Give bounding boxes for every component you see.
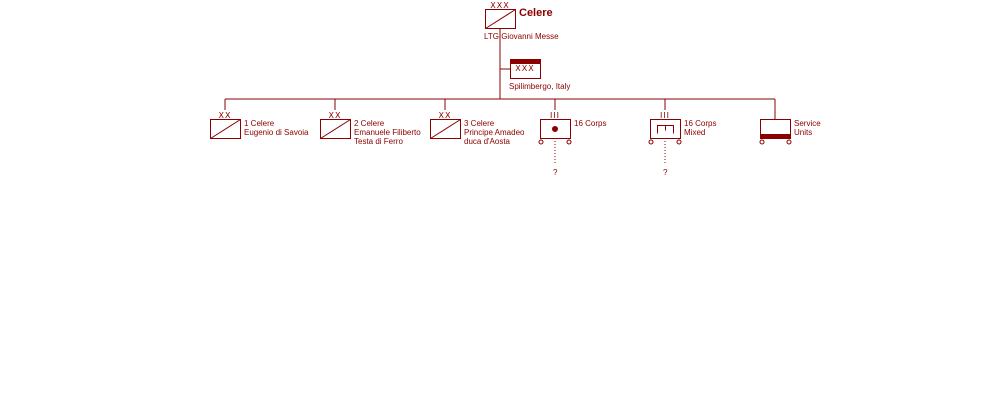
division-1-name: Eugenio di Savoia [244,128,309,137]
artillery-echelon-mark: III [550,111,560,120]
division-2-echelon-mark: XX [329,111,342,120]
engineer-name: 16 Corps [684,119,717,128]
division-1-slash [210,119,241,139]
division-1-symbol [210,119,241,139]
service-name-cont: Units [794,128,813,137]
corps-commander: LTG Giovanni Messe [484,32,559,41]
artillery-name: 16 Corps [574,119,607,128]
engineer-echelon-mark: III [660,111,670,120]
division-2-label: 2 Celere Emanuele Filiberto Testa di Fer… [354,119,421,146]
division-2-slash [320,119,351,139]
engineer-name-cont: Mixed [684,128,706,137]
engineer-unknown-mark: ? [663,168,668,177]
corps-echelon-mark: XXX [490,1,509,10]
corps-name: Celere [519,7,553,19]
division-3-name-cont: duca d'Aosta [464,137,511,146]
division-3-symbol [430,119,461,139]
artillery-regiment-symbol [540,119,571,139]
artillery-wheel-right [566,139,572,145]
service-label: Service Units [794,119,821,137]
artillery-unknown-mark: ? [553,168,558,177]
division-2-symbol [320,119,351,139]
corps-unit-symbol [485,9,516,29]
service-wheel-right [786,139,792,145]
corps-cavalry-slash [485,9,516,29]
division-3-echelon-mark: XX [439,111,452,120]
engineer-wheel-right [676,139,682,145]
division-3-slash [430,119,461,139]
division-2-name-cont: Testa di Ferro [354,137,403,146]
division-1-label: 1 Celere Eugenio di Savoia [244,119,309,137]
division-3-label: 3 Celere Principe Amadeo duca d'Aosta [464,119,524,146]
engineer-wheel-left [648,139,654,145]
artillery-label: 16 Corps [574,119,606,128]
service-bottom-bar [760,134,791,139]
service-wheel-left [759,139,765,145]
division-2-name: Emanuele Filiberto [354,128,421,137]
engineer-regiment-symbol [650,119,681,139]
artillery-wheel-left [538,139,544,145]
division-1-number: 1 Celere [244,119,275,128]
division-1-echelon-mark: XX [219,111,232,120]
hq-location: Spilimbergo, Italy [509,82,571,91]
service-name: Service [794,119,821,128]
division-3-name: Principe Amadeo [464,128,525,137]
division-3-number: 3 Celere [464,119,495,128]
division-2-number: 2 Celere [354,119,385,128]
hq-echelon-mark: XXX [515,64,534,73]
engineer-label: 16 Corps Mixed [684,119,716,137]
artillery-dot [552,126,558,132]
hq-top-bar [510,59,541,64]
